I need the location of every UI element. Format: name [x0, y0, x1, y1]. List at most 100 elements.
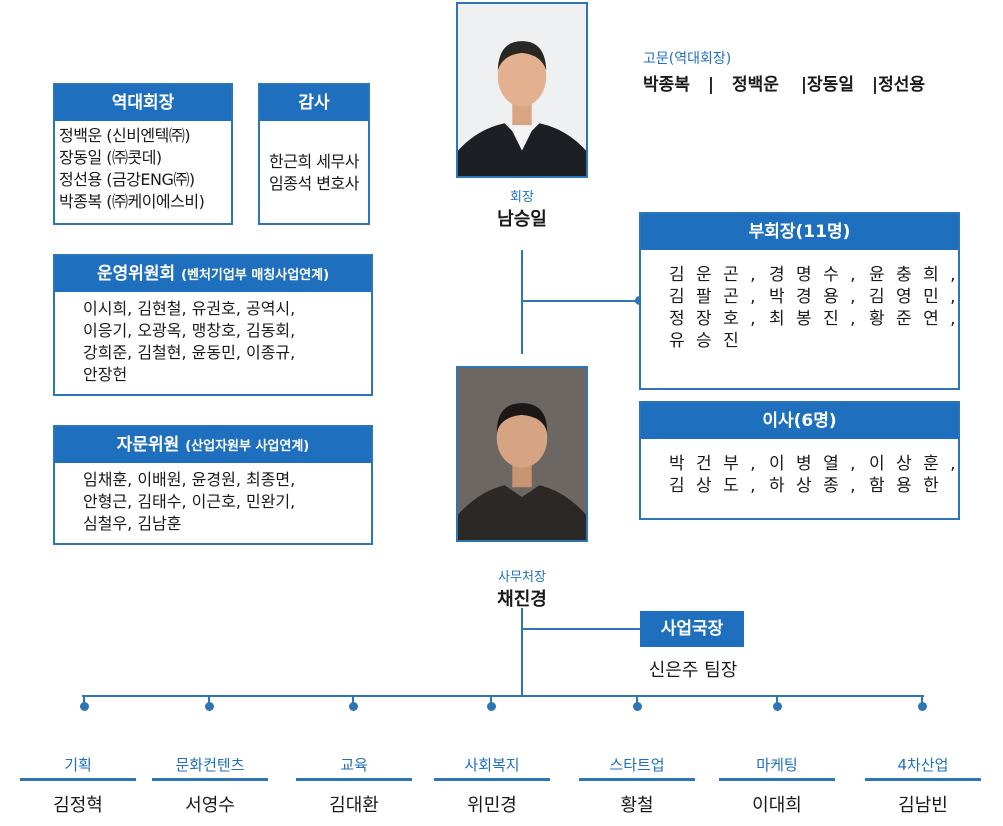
vice-presidents-title: 부회장(11명)	[641, 214, 958, 250]
advisory-committee-subtitle: (산업자원부 사업연계)	[185, 439, 310, 454]
department-underline	[719, 778, 835, 781]
department-name: 교육	[340, 756, 368, 774]
department-drop-dot	[80, 702, 89, 711]
secretary-name: 채진경	[497, 589, 547, 610]
directors-title: 이사(6명)	[641, 403, 958, 439]
department-name: 기획	[64, 756, 92, 774]
secretary-block: 사무처장 채진경	[462, 566, 582, 611]
department-startup: 스타트업 황철	[577, 752, 697, 817]
list-item: 황 준 연 ,	[869, 309, 959, 329]
list-item: 이응기, 오광옥, 맹창호, 김동회,	[83, 321, 296, 340]
list-item: 한근희 세무사	[269, 152, 359, 171]
department-drop-dot	[349, 702, 358, 711]
list-item: 임종석 변호사	[269, 174, 359, 193]
connector-line	[522, 300, 640, 302]
department-marketing: 마케팅 이대희	[717, 752, 837, 817]
vice-presidents-grid: 김 운 곤 , 경 명 수 , 윤 충 희 , 김 팔 곤 , 박 경 용 , …	[669, 264, 956, 352]
list-item: 임채훈, 이배원, 윤경원, 최종면,	[83, 470, 296, 489]
advisor-separator: |	[707, 75, 715, 95]
list-item: 이 상 훈 ,	[869, 454, 959, 474]
advisory-committee-header: 자문위원 (산업자원부 사업연계)	[55, 427, 371, 463]
president-block: 회장 남승일	[462, 186, 582, 231]
list-item: 김 운 곤 ,	[669, 265, 759, 285]
list-item: 강희준, 김철현, 윤동민, 이종규,	[83, 343, 296, 362]
list-item: 박 경 용 ,	[769, 287, 859, 307]
list-item: 박종복 (㈜케이에스비)	[59, 192, 205, 211]
department-drop-line	[352, 696, 354, 706]
connector-line	[522, 628, 640, 630]
operating-committee-subtitle: (벤처기업부 매칭사업연계)	[181, 268, 330, 283]
business-director-name: 신은주 팀장	[648, 660, 738, 681]
department-name: 사회복지	[464, 756, 520, 774]
list-item: 하 상 종 ,	[769, 476, 859, 496]
vice-presidents-panel: 부회장(11명) 김 운 곤 , 경 명 수 , 윤 충 희 , 김 팔 곤 ,…	[639, 212, 960, 390]
department-name: 4차산업	[897, 756, 949, 774]
directors-panel: 이사(6명) 박 건 부 , 이 병 열 , 이 상 훈 , 김 상 도 , 하…	[639, 401, 960, 520]
past-presidents-list: 정백운 (신비엔텍㈜) 장동일 (㈜콧데) 정선용 (금강ENG㈜) 박종복 (…	[55, 121, 231, 217]
president-role: 회장	[510, 190, 534, 205]
list-item: 안장헌	[83, 365, 128, 384]
president-name: 남승일	[497, 209, 547, 230]
advisors-block: 고문(역대회장) 박종복 | 정백운 |장동일 |정선용	[643, 48, 925, 95]
department-name: 마케팅	[756, 756, 798, 774]
advisor-name: |장동일	[800, 75, 854, 95]
list-item: 정 장 호 ,	[669, 309, 759, 329]
department-drop-dot	[918, 702, 927, 711]
department-underline	[434, 778, 550, 781]
list-item: 정선용 (금강ENG㈜)	[59, 170, 195, 189]
list-item: 김 영 민 ,	[869, 287, 959, 307]
list-item: 윤 충 희 ,	[869, 265, 959, 285]
department-social-welfare: 사회복지 위민경	[432, 752, 552, 817]
list-item: 이 병 열 ,	[769, 454, 859, 474]
advisor-name: 박종복	[643, 75, 690, 95]
connector-line	[521, 250, 523, 354]
department-person: 위민경	[467, 795, 517, 816]
advisors-title: 고문(역대회장)	[643, 51, 732, 67]
operating-committee-title: 운영위원회	[96, 264, 176, 284]
list-item: 장동일 (㈜콧데)	[59, 148, 162, 167]
president-photo	[456, 2, 588, 178]
advisor-name: |정선용	[871, 75, 926, 95]
connector-line	[521, 608, 523, 696]
department-underline	[579, 778, 695, 781]
list-item: 심철우, 김남훈	[83, 514, 182, 533]
department-education: 교육 김대환	[294, 752, 414, 817]
department-drop-line	[776, 696, 778, 706]
department-4th-industry: 4차산업 김남빈	[863, 752, 983, 817]
list-item: 함 용 한	[869, 476, 942, 496]
auditors-panel: 감사 한근희 세무사 임종석 변호사	[258, 83, 370, 225]
department-bus-line	[82, 695, 924, 697]
list-item: 이시희, 김현철, 유권호, 공역시,	[83, 299, 296, 318]
department-drop-dot	[205, 702, 214, 711]
department-underline	[296, 778, 412, 781]
list-item: 유 승 진	[669, 331, 742, 351]
department-person: 이대희	[752, 795, 802, 816]
department-culture-content: 문화컨텐츠 서영수	[150, 752, 270, 817]
list-item: 경 명 수 ,	[769, 265, 859, 285]
department-underline	[20, 778, 136, 781]
advisor-name: 정백운	[731, 75, 779, 95]
department-person: 김정혁	[53, 795, 103, 816]
operating-committee-list: 이시희, 김현철, 유권호, 공역시, 이응기, 오광옥, 맹창호, 김동회, …	[55, 292, 371, 392]
list-item: 박 건 부 ,	[669, 454, 759, 474]
operating-committee-header: 운영위원회 (벤처기업부 매칭사업연계)	[55, 256, 371, 292]
advisory-committee-panel: 자문위원 (산업자원부 사업연계) 임채훈, 이배원, 윤경원, 최종면, 안형…	[53, 425, 373, 545]
business-director-box: 사업국장	[640, 611, 744, 647]
department-planning: 기획 김정혁	[18, 752, 138, 817]
auditors-title: 감사	[260, 85, 368, 121]
list-item: 김 팔 곤 ,	[669, 287, 759, 307]
advisors-names: 박종복 | 정백운 |장동일 |정선용	[643, 70, 925, 95]
past-presidents-panel: 역대회장 정백운 (신비엔텍㈜) 장동일 (㈜콧데) 정선용 (금강ENG㈜) …	[53, 83, 233, 225]
secretary-role: 사무처장	[498, 570, 546, 585]
department-person: 서영수	[185, 795, 235, 816]
department-drop-line	[490, 696, 492, 706]
list-item: 최 봉 진 ,	[769, 309, 859, 329]
list-item: 안형근, 김태수, 이근호, 민완기,	[83, 492, 296, 511]
vice-presidents-list: 김 운 곤 , 경 명 수 , 윤 충 희 , 김 팔 곤 , 박 경 용 , …	[641, 250, 958, 358]
department-person: 황철	[620, 795, 654, 816]
list-item: 정백운 (신비엔텍㈜)	[59, 126, 191, 145]
department-name: 스타트업	[609, 756, 665, 774]
department-person: 김남빈	[898, 795, 948, 816]
past-presidents-title: 역대회장	[55, 85, 231, 121]
department-drop-line	[83, 696, 85, 706]
